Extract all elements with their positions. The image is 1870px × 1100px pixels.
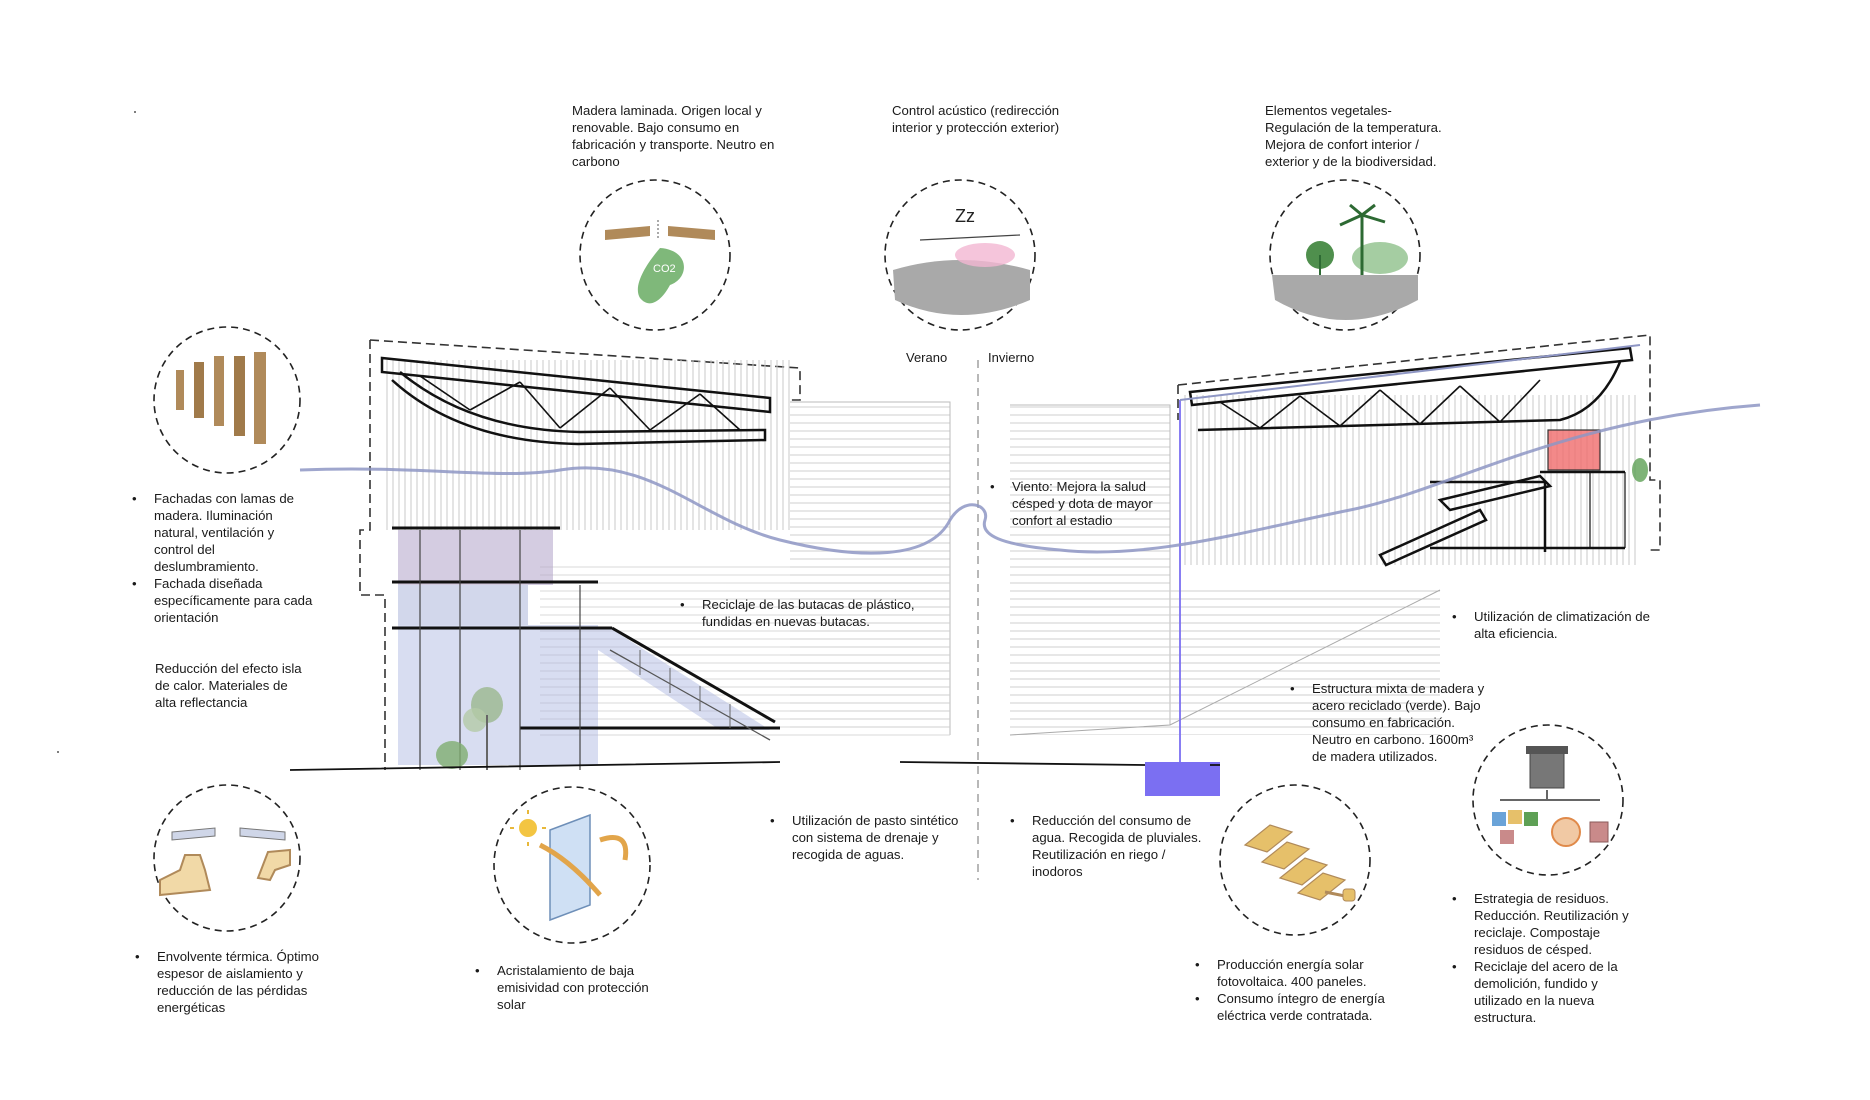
glazing-text: Acristalamiento de baja emisividad con p… [475,962,675,1013]
vegetation-note: Elementos vegetales- Regulación de la te… [1265,102,1455,170]
timber-text: Madera laminada. Origen local y renovabl… [572,103,775,169]
insulation-profile-icon [153,784,301,932]
co2-footprint-icon: CO2 [579,179,731,331]
structure-note: Estructura mixta de madera y acero recic… [1290,680,1490,765]
wind-text: Viento: Mejora la salud césped y dota de… [990,478,1155,529]
waste-text-1: Estrategia de residuos. Reducción. Reuti… [1452,890,1632,958]
wind-line [299,403,1761,555]
heat-island-note: Reducción del efecto isla de calor. Mate… [155,660,305,711]
turf-text: Utilización de pasto sintético con siste… [770,812,970,863]
waste-text-2: Reciclaje del acero de la demolición, fu… [1452,958,1632,1026]
acoustic-note: Control acústico (redirección interior y… [892,102,1082,136]
facade-note: Fachadas con lamas de madera. Iluminació… [132,490,317,626]
svg-text:CO2: CO2 [653,263,676,275]
climate-note: Utilización de climatización de alta efi… [1452,608,1652,642]
vegetation-text: Elementos vegetales- Regulación de la te… [1265,103,1442,169]
summer-label: Verano [906,350,948,365]
climate-text: Utilización de climatización de alta efi… [1452,608,1652,642]
glazing-note: Acristalamiento de baja emisividad con p… [475,962,675,1013]
water-text: Reducción del consumo de agua. Recogida … [1010,812,1210,880]
plant-icon [1632,458,1648,482]
recycle-bin-icon [1472,724,1624,876]
left-stadium-section [359,339,951,770]
solar-panel-plug-icon [1219,784,1371,936]
acoustic-text: Control acústico (redirección interior y… [892,103,1060,135]
winter-label: Invierno [988,350,1035,365]
solar-text-1: Producción energía solar fotovoltaica. 4… [1195,956,1395,990]
svg-text:Zz: Zz [955,206,975,226]
solar-text-2: Consumo íntegro de energía eléctrica ver… [1195,990,1395,1024]
waste-note: Estrategia de residuos. Reducción. Reuti… [1452,890,1632,1026]
seats-text: Reciclaje de las butacas de plástico, fu… [680,596,940,630]
turf-note: Utilización de pasto sintético con siste… [770,812,970,863]
sun-glass-icon [493,786,651,944]
right-stadium-section [1009,334,1661,796]
envelope-note: Envolvente térmica. Óptimo espesor de ai… [135,948,335,1016]
ground-line [289,761,1220,771]
facade-text-1: Fachadas con lamas de madera. Iluminació… [132,490,317,575]
water-note: Reducción del consumo de agua. Recogida … [1010,812,1210,880]
tree-icon [436,687,503,770]
water-tank [1145,762,1220,796]
envelope-text: Envolvente térmica. Óptimo espesor de ai… [135,948,335,1016]
timber-note: Madera laminada. Origen local y renovabl… [572,102,777,170]
structure-text: Estructura mixta de madera y acero recic… [1290,680,1490,765]
heat-island-text: Reducción del efecto isla de calor. Mate… [155,661,302,710]
hvac-unit [1548,430,1600,470]
solar-note: Producción energía solar fotovoltaica. 4… [1195,956,1395,1024]
palm-tree-icon [1269,179,1421,331]
facade-text-2: Fachada diseñada específicamente para ca… [132,575,317,626]
sleep-zz-icon: Zz [884,179,1036,331]
seats-note: Reciclaje de las butacas de plástico, fu… [680,596,940,630]
wind-note: Viento: Mejora la salud césped y dota de… [990,478,1155,529]
wood-slats-icon [153,326,301,474]
